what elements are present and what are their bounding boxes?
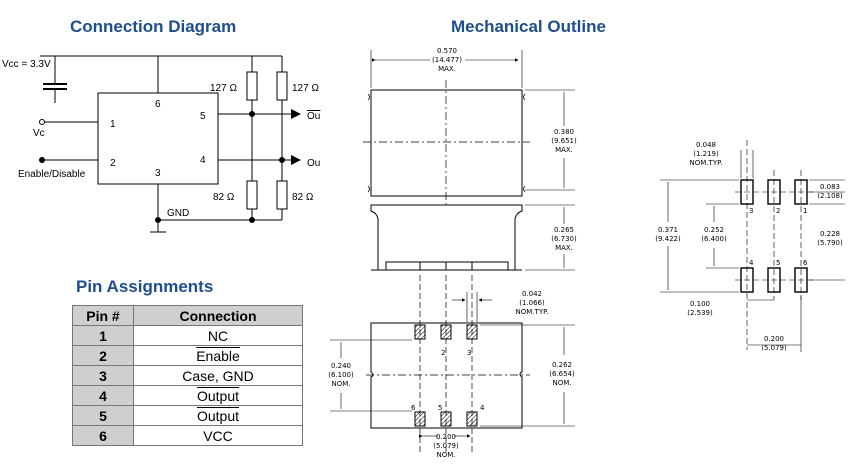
enable-disable-label: Enable/Disable [18,169,86,180]
svg-text:0.371: 0.371 [658,226,678,234]
svg-text:(2.108): (2.108) [817,192,843,200]
resistor-82-left-label: 82 Ω [213,192,235,203]
connection-schematic [39,55,301,233]
vc-label: Vc [33,128,45,139]
svg-text:(6.730): (6.730) [551,235,577,243]
resistor-127-right-label: 127 Ω [292,83,319,94]
svg-text:NOM.: NOM. [331,380,350,388]
package-side-view [370,204,575,271]
svg-text:0.083: 0.083 [820,183,840,191]
svg-text:1: 1 [803,207,807,215]
pin-connection: Output [133,405,303,426]
svg-text:(9.422): (9.422) [655,235,681,243]
pin-connection-text: Enable [196,347,240,364]
pin-connection: NC [133,325,303,346]
gnd-label: GND [167,208,189,219]
pin-connection: Output [133,385,303,406]
pin-connection-text: Output [196,387,240,404]
svg-text:3: 3 [749,207,753,215]
pin-connection: Enable [133,345,303,366]
pin-number: 2 [72,345,134,366]
svg-text:0.262: 0.262 [552,361,572,369]
pin-assignments-table: Pin # Connection 1 NC 2 Enable 3 Case, G… [72,305,303,446]
svg-text:NOM.: NOM. [436,451,455,459]
svg-text:6: 6 [803,259,808,267]
svg-text:NOM.: NOM. [552,379,571,387]
svg-text:MAX.: MAX. [438,65,456,73]
svg-text:0.570: 0.570 [437,47,457,55]
svg-text:4: 4 [749,259,754,267]
pin-number: 6 [72,425,134,446]
pcb-footprint [660,140,845,352]
svg-text:(5.790): (5.790) [817,239,843,247]
svg-text:MAX.: MAX. [555,244,573,252]
table-row: 3 Case, GND [72,365,303,386]
output-bar-label: Ou [307,111,320,122]
svg-text:2: 2 [441,349,445,357]
connection-diagram-title: Connection Diagram [70,17,237,36]
table-row: 2 Enable [72,345,303,366]
svg-text:0.228: 0.228 [820,230,840,238]
vcc-label: Vcc = 3.3V [2,59,51,70]
svg-text:(1.066): (1.066) [519,299,545,307]
schematic-labels: Vcc = 3.3V Vc Enable/Disable GND 1 2 3 4… [2,59,320,219]
svg-text:NOM.TYP.: NOM.TYP. [690,159,723,167]
ic-pin-1-label: 1 [110,119,116,130]
svg-text:MAX.: MAX. [555,146,573,154]
pin-number: 3 [72,365,134,386]
resistor-127-left-label: 127 Ω [210,83,237,94]
svg-text:(6.654): (6.654) [549,370,575,378]
ic-pin-5-label: 5 [200,111,206,122]
connection-header: Connection [133,305,303,326]
svg-text:0.100: 0.100 [690,300,710,308]
svg-text:0.200: 0.200 [436,433,456,441]
pin-number: 5 [72,405,134,426]
pin-number-header: Pin # [72,305,134,326]
svg-text:0.200: 0.200 [764,335,784,343]
package-bottom-view [330,275,575,455]
svg-text:4: 4 [480,404,485,412]
svg-text:0.240: 0.240 [331,362,351,370]
package-top-view [363,50,575,205]
svg-text:0.380: 0.380 [554,128,574,136]
output-label: Ou [307,158,320,169]
table-header-row: Pin # Connection [72,305,303,326]
ic-pin-6-label: 6 [155,99,161,110]
pin-connection: Case, GND [133,365,303,386]
svg-text:(5.079): (5.079) [433,442,459,450]
svg-text:(1.219): (1.219) [693,150,719,158]
svg-text:0.042: 0.042 [522,290,542,298]
pin-connection-text: Output [196,407,240,424]
svg-text:(2.539): (2.539) [687,309,713,317]
ic-pin-4-label: 4 [200,155,206,166]
svg-text:5: 5 [776,259,780,267]
dimension-labels: 0.570 (14.477) MAX. 0.380 (9.651) MAX. 0… [328,47,843,459]
svg-text:(6.100): (6.100) [328,371,354,379]
svg-text:(6.400): (6.400) [701,235,727,243]
pin-number: 4 [72,385,134,406]
svg-text:2: 2 [776,207,780,215]
svg-text:(14.477): (14.477) [432,56,462,64]
svg-text:(5.079): (5.079) [761,344,787,352]
table-row: 5 Output [72,405,303,426]
pin-connection: VCC [133,425,303,446]
svg-text:6: 6 [411,404,416,412]
svg-text:5: 5 [438,404,442,412]
table-row: 1 NC [72,325,303,346]
pin-number: 1 [72,325,134,346]
svg-text:0.048: 0.048 [696,141,716,149]
mechanical-outline-title: Mechanical Outline [451,17,606,36]
svg-text:NOM.TYP.: NOM.TYP. [516,308,549,316]
svg-text:(9.651): (9.651) [551,137,577,145]
svg-text:3: 3 [467,349,471,357]
resistor-82-right-label: 82 Ω [292,192,314,203]
svg-text:0.265: 0.265 [554,226,574,234]
ic-pin-2-label: 2 [110,158,116,169]
svg-text:0.252: 0.252 [704,226,724,234]
table-row: 6 VCC [72,425,303,446]
ic-pin-3-label: 3 [155,168,161,179]
table-row: 4 Output [72,385,303,406]
pin-assignments-title: Pin Assignments [76,277,214,296]
